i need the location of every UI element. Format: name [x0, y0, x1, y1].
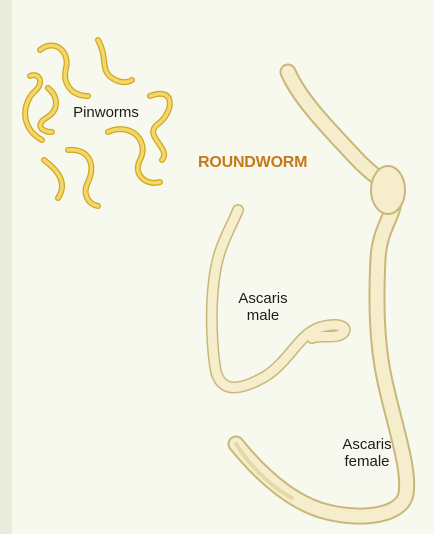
label-ascaris-female: Ascaris female: [332, 436, 402, 470]
title-roundworm: ROUNDWORM: [198, 154, 338, 172]
label-pinworms: Pinworms: [66, 104, 146, 121]
pinworms-group: [25, 40, 170, 206]
pinworm-7: [68, 150, 98, 206]
ascaris-female-bulge: [371, 166, 405, 214]
label-ascaris-male: Ascaris male: [228, 290, 298, 324]
